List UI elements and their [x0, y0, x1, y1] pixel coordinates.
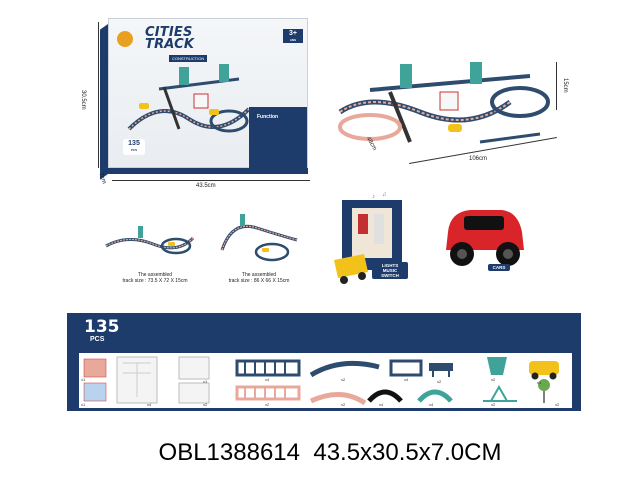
product-code: OBL1388614 — [158, 439, 300, 466]
parts-qty-13: x2 — [437, 379, 442, 384]
box-function-panel — [249, 107, 307, 169]
box-side — [100, 24, 108, 180]
svg-text:♫: ♫ — [382, 192, 387, 198]
product-code-line: OBL1388614 43.5x30.5x7.0CM — [100, 439, 560, 467]
box-width-label: 43.5cm — [196, 183, 216, 189]
assembled-caption-1-line2: track size : 73.5 X 72 X 15cm — [122, 278, 188, 284]
parts-unit: PCS — [90, 336, 105, 343]
parts-qty-11: x4 — [404, 377, 409, 382]
parts-qty-17: x2 — [555, 402, 560, 407]
assembled-caption-1-line1: The assembled — [137, 272, 173, 278]
assembled-caption-2-line2: track size : 86 X 66 X 15cm — [228, 278, 290, 284]
package-size: 43.5x30.5x7.0CM — [313, 439, 502, 466]
function-heading: Function — [257, 114, 279, 120]
main-track-illustration — [338, 62, 550, 144]
parts-qty-14: x2 — [491, 377, 496, 382]
parts-qty-10: x4 — [379, 402, 384, 407]
assembled-caption-2-line1: The assembled — [241, 272, 277, 278]
box-title-line2: TRACK — [145, 37, 195, 52]
lights-label-line1: LIGHTS — [381, 263, 399, 268]
brand-logo — [117, 31, 133, 47]
parts-qty-8: x2 — [341, 377, 346, 382]
red-car-illustration — [446, 210, 524, 266]
age-value: 3+ — [289, 30, 297, 37]
lights-switch-label: LIGHTS MUSIC SWITCH — [372, 262, 408, 279]
box-pieces-unit: PCS — [130, 148, 138, 152]
box-subtitle: CONSTRUCTION — [169, 55, 208, 62]
parts-illustrations — [83, 356, 559, 406]
cars-label: CARS — [488, 264, 510, 271]
box-height-label: 30.5cm — [80, 90, 86, 110]
product-box: CITIES TRACK CONSTRUCTION 3+ ANS Functio… — [100, 18, 308, 180]
box-function-text: Function — [257, 114, 299, 120]
parts-qty-15: x2 — [491, 402, 496, 407]
parts-list: x1 x1 x4 x1 x2 x4 x2 x2 x2 x4 x4 x4 x2 x… — [79, 353, 572, 408]
age-sub: ANS — [289, 38, 297, 42]
parts-qty-4: x1 — [203, 379, 208, 384]
parts-qty-6: x4 — [265, 377, 270, 382]
track-width-label: 106cm — [469, 156, 488, 162]
svg-text:♪: ♪ — [372, 194, 375, 200]
box-pieces-badge: 135 PCS — [123, 139, 145, 155]
box-width-line — [112, 180, 310, 181]
box-pieces-value: 135 — [128, 140, 140, 147]
age-badge: 3+ ANS — [283, 29, 303, 43]
assembled-track-1 — [105, 226, 195, 255]
parts-qty-2: x1 — [81, 402, 86, 407]
box-track-illustration — [127, 64, 251, 133]
box-bottom — [108, 168, 308, 174]
box-front: CITIES TRACK CONSTRUCTION 3+ ANS Functio… — [108, 18, 308, 169]
parts-qty-5: x2 — [203, 402, 208, 407]
box-title: CITIES TRACK — [145, 25, 195, 52]
parts-qty-9: x2 — [341, 402, 346, 407]
parts-qty-12: x4 — [429, 402, 434, 407]
assembled-track-2 — [220, 214, 298, 262]
lights-label-line2: MUSIC SWITCH — [381, 268, 399, 278]
track-height-label: 15cm — [562, 78, 568, 93]
parts-qty-16: x1 — [537, 380, 542, 385]
track-height-line — [556, 62, 557, 110]
assembled-caption-2: The assembled track size : 86 X 66 X 15c… — [214, 272, 304, 284]
box-height-line — [98, 22, 99, 168]
parts-count: 135 — [84, 317, 120, 337]
box-title-line1: CITIES — [145, 25, 193, 40]
parts-qty-7: x2 — [265, 402, 270, 407]
parts-qty-3: x4 — [147, 402, 152, 407]
assembled-caption-1: The assembled track size : 73.5 X 72 X 1… — [110, 272, 200, 284]
parts-qty-1: x1 — [81, 377, 86, 382]
lights-switch-illustration: ♪ ♫ — [334, 192, 402, 284]
